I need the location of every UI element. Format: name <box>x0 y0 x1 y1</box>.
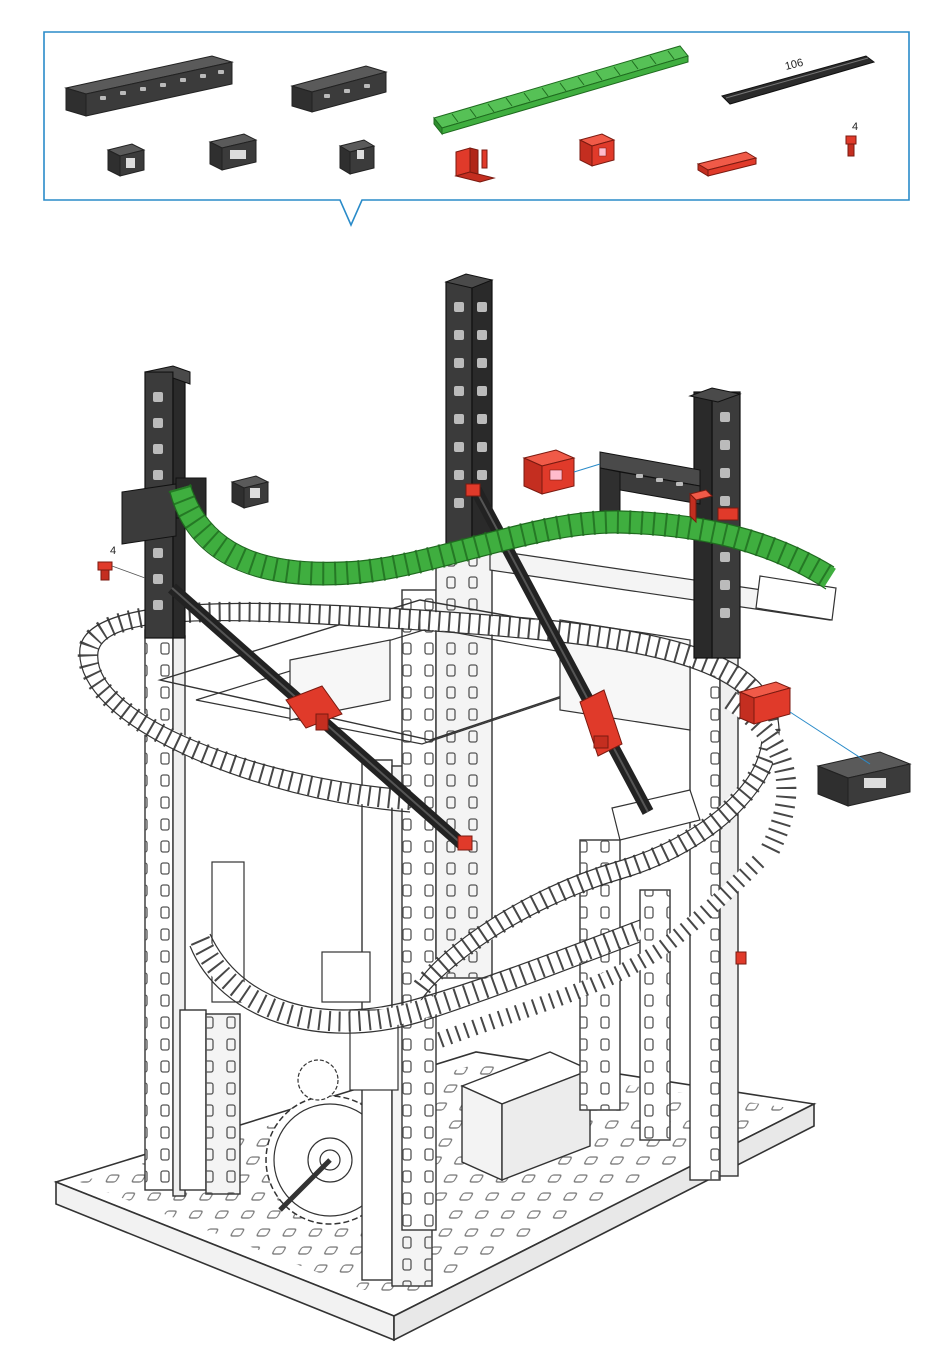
white-pillar-back-small <box>180 1010 240 1194</box>
pin-callout-label: 4 <box>110 545 116 557</box>
black-cube-a <box>108 144 144 176</box>
white-pillar-left <box>145 630 185 1196</box>
black-cube-c <box>340 140 374 174</box>
assembly-model: 4 <box>56 274 910 1340</box>
red-cube <box>580 134 614 166</box>
parts-panel-frame <box>44 32 909 225</box>
exploded-red-pin: 4 <box>98 545 145 580</box>
parts-panel: 106 <box>44 32 909 225</box>
exploded-black-cube-top <box>232 476 268 508</box>
exploded-black-cube-right <box>790 712 910 806</box>
exploded-red-cube <box>524 450 600 494</box>
pin-quantity-label: 4 <box>852 121 858 133</box>
